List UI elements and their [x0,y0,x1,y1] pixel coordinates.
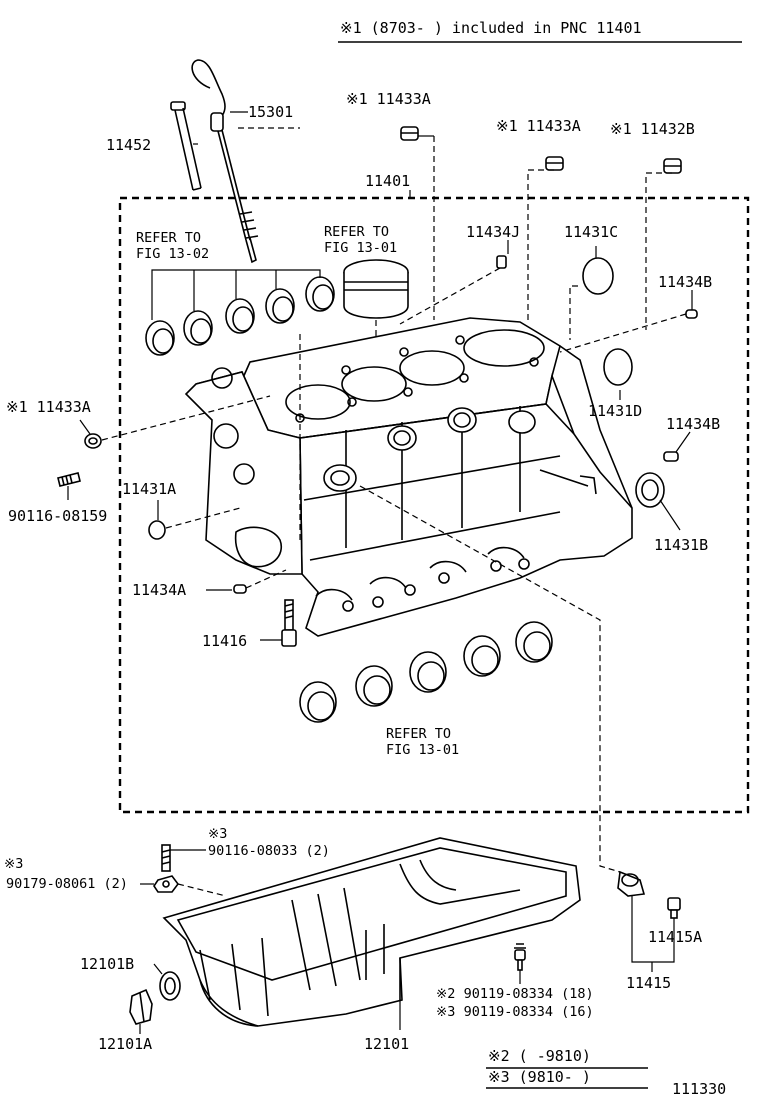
crankshaft-bearings-lower [299,621,553,723]
bolt-90119-08334 [514,943,526,971]
dash-11433a-mid [527,169,554,320]
label-90116-08159: 90116-08159 [8,507,107,525]
dash-11431c [569,285,578,340]
note-3b: ※3 [4,856,23,872]
label-90179-08061: 90179-08061 (2) [6,876,128,892]
crankshaft-bearings-upper [145,269,335,356]
oil-pan-bolt-11415a [667,897,681,919]
header-note: ※1 (8703- ) included in PNC 11401 [340,19,642,37]
bracket-11415 [631,896,675,963]
label-11433a-top: ※1 11433A [346,90,431,108]
label-12101a: 12101A [98,1035,152,1053]
label-11434a: 11434A [132,581,186,599]
label-11401: 11401 [365,172,410,190]
dash-11415 [359,485,621,873]
leader-11434b-2 [675,431,691,453]
plug-11433a-mid [545,156,564,171]
plug-11433a-top [400,126,419,141]
legend-note-3: ※3 (9810- ) [488,1068,591,1086]
label-12101: 12101 [364,1035,409,1053]
dash-11434b-1 [559,313,687,353]
block-assembly-frame [118,196,750,814]
label-11431a: 11431A [122,480,176,498]
stud-90116-08033 [161,844,171,872]
leader-11433a-left [79,419,91,435]
label-11433a-mid: ※1 11433A [496,117,581,135]
label-11434b-upper: 11434B [658,273,712,291]
label-11433a-left: ※1 11433A [6,398,91,416]
refer-upper-left-line2: FIG 13-02 [136,246,209,262]
note-3a: ※3 [208,826,227,842]
leader-11431b [659,499,681,531]
nut-90179-08061 [153,875,179,893]
refer-upper-left-line1: REFER TO [136,230,201,246]
oil-pan [162,837,581,1027]
refer-lower-line2: FIG 13-01 [386,742,459,758]
dash-90179-08061 [177,883,227,897]
pin-11434j [496,255,507,269]
label-11431d: 11431D [588,402,642,420]
illustration-number: 111330 [672,1080,726,1098]
oil-dipstick [191,59,259,264]
label-15301: 15301 [248,103,293,121]
label-11416: 11416 [202,632,247,650]
dash-11432b [645,172,672,330]
pin-11434b-upper [685,309,698,319]
label-90119-08334-18: ※2 90119-08334 (18) [436,986,594,1002]
plug-11431c [582,257,614,295]
label-11434j: 11434J [466,223,520,241]
refer-piston-line2: FIG 13-01 [324,240,397,256]
label-90119-08334-16: ※3 90119-08334 (16) [436,1004,594,1020]
plug-11433a-left [84,433,102,449]
refer-piston-line1: REFER TO [324,224,389,240]
label-11434b-lower: 11434B [666,415,720,433]
refer-lower-line1: REFER TO [386,726,451,742]
dash-11434j [399,267,501,325]
pin-11434b-lower [663,451,679,462]
stud-90116-08159 [57,472,81,487]
leader-12101b [153,963,163,975]
label-11415: 11415 [626,974,671,992]
seal-11431b [635,472,665,508]
label-11431c: 11431C [564,223,618,241]
label-11431b: 11431B [654,536,708,554]
pin-11434a [233,584,247,594]
label-11415a: 11415A [648,928,702,946]
plug-11432b [663,158,682,174]
dash-11434a [245,569,287,589]
dash-11433a-left [101,395,271,441]
label-11452: 11452 [106,136,151,154]
piston [343,259,409,336]
plug-11431a [148,520,166,540]
plug-11431d [603,348,633,386]
legend-note-2: ※2 ( -9810) [488,1047,591,1065]
dash-11431a [165,507,241,529]
label-90116-08033: 90116-08033 (2) [208,843,330,859]
cylinder-block [184,317,633,637]
drain-plug-gasket-12101b [159,971,181,1001]
drain-fitting-11415 [617,870,646,897]
drain-plug-12101a [129,988,153,1025]
label-12101b: 12101B [80,955,134,973]
dipstick-guide [170,101,202,191]
label-11432b: ※1 11432B [610,120,695,138]
bolt-11416 [281,599,297,647]
